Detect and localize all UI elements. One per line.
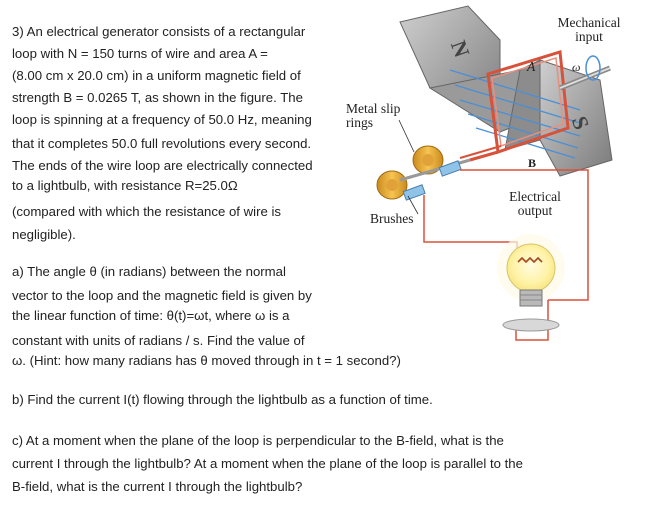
electrical-output-line1: Electrical xyxy=(509,189,561,204)
intro-line: (compared with which the resistance of w… xyxy=(12,204,281,219)
part-c-line: c) At a moment when the plane of the loo… xyxy=(12,433,504,448)
metal-slip-rings-label: Metal slip rings xyxy=(346,102,400,130)
part-a-line: a) The angle θ (in radians) between the … xyxy=(12,264,286,279)
intro-line: strength B = 0.0265 T, as shown in the f… xyxy=(12,90,303,105)
area-label: A xyxy=(527,59,536,74)
slip-rings-line1: Metal slip xyxy=(346,101,401,116)
part-a-line: ω. (Hint: how many radians has θ moved t… xyxy=(12,353,401,368)
part-c-line: current I through the lightbulb? At a mo… xyxy=(12,456,523,471)
field-label: B xyxy=(528,156,537,170)
brushes-label: Brushes xyxy=(370,211,414,226)
intro-line: to a lightbulb, with resistance R=25.0Ω xyxy=(12,178,238,193)
intro-line: that it completes 50.0 full revolutions … xyxy=(12,136,312,151)
part-c-line: B-field, what is the current I through t… xyxy=(12,479,303,494)
brushes xyxy=(402,160,462,201)
intro-line: (8.00 cm x 20.0 cm) in a uniform magneti… xyxy=(12,68,301,83)
slip-rings xyxy=(376,145,471,200)
intro-line: negligible). xyxy=(12,227,76,242)
part-a-line: the linear function of time: θ(t)=ωt, wh… xyxy=(12,308,290,323)
electrical-output-label: Electrical output xyxy=(500,190,570,218)
part-b: b) Find the current I(t) flowing through… xyxy=(12,392,433,407)
omega-label: ω xyxy=(572,60,581,74)
part-a-line: constant with units of radians / s. Find… xyxy=(12,333,305,348)
mechanical-input-line1: Mechanical xyxy=(557,15,621,30)
mechanical-input-line2: input xyxy=(575,29,603,44)
slip-rings-line2: rings xyxy=(346,115,373,130)
intro-line: 3) An electrical generator consists of a… xyxy=(12,24,306,39)
wire-loop xyxy=(459,50,570,162)
part-a-line: vector to the loop and the magnetic fiel… xyxy=(12,288,312,303)
intro-line: The ends of the wire loop are electrical… xyxy=(12,158,313,173)
shaft xyxy=(559,55,611,91)
intro-line: loop is spinning at a frequency of 50.0 … xyxy=(12,112,312,127)
electrical-output-line2: output xyxy=(517,203,553,218)
mechanical-input-label: Mechanical input xyxy=(552,16,626,44)
intro-line: loop with N = 150 turns of wire and area… xyxy=(12,46,268,61)
lightbulb xyxy=(497,234,565,332)
leader-lines xyxy=(398,119,419,215)
